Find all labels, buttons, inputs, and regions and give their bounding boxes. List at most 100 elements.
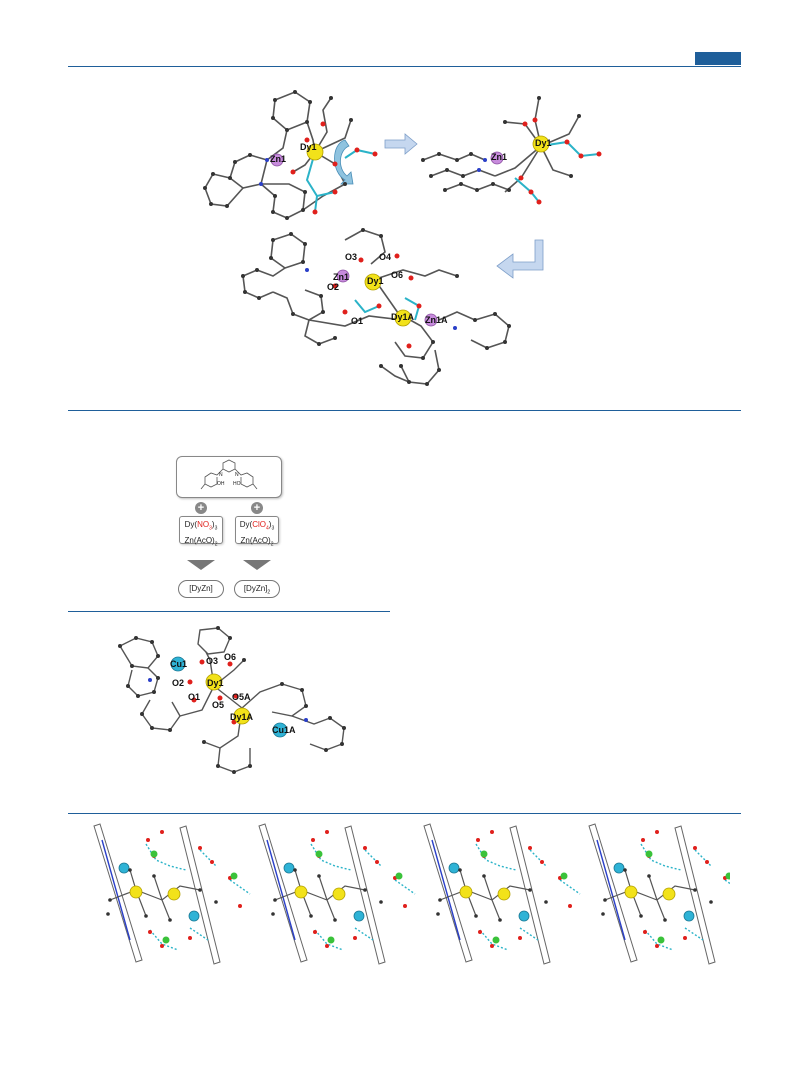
oxygen-atom — [643, 930, 647, 934]
oxygen-atom — [490, 830, 494, 834]
oxygen-atom — [568, 904, 572, 908]
water-atom — [327, 936, 335, 944]
ligand-stack — [674, 825, 716, 965]
oxygen-atom — [403, 904, 407, 908]
water-atom — [480, 850, 488, 858]
carbon-atom — [623, 868, 627, 872]
dy1a-atom-cu — [233, 707, 251, 725]
label-cu-cu1a: Cu1A — [272, 725, 296, 735]
label-o6: O6 — [391, 270, 403, 280]
carbon-atom — [273, 898, 277, 902]
reagent-perchlorate: Dy(ClO4)3 Zn(AcO)2 — [235, 516, 279, 547]
ligand-stack — [179, 825, 221, 965]
water-atom — [230, 872, 238, 880]
carbon-atom — [663, 918, 667, 922]
oxygen-atom — [705, 860, 709, 864]
ligand-n1: N — [219, 472, 223, 478]
water-atom — [150, 850, 158, 858]
dy1-atom-dimer — [364, 273, 382, 291]
oxygen-atom — [160, 830, 164, 834]
oxygen-atom — [353, 936, 357, 940]
down-left-arrow-icon — [496, 239, 544, 279]
water-atom — [560, 872, 568, 880]
label-cu-o6: O6 — [224, 652, 236, 662]
carbon-atom — [144, 914, 148, 918]
chain-unit — [258, 823, 416, 965]
carbon-atom — [544, 900, 548, 904]
carbon-atom — [152, 874, 156, 878]
ligand-stack — [258, 823, 308, 963]
carbon-atom — [438, 898, 442, 902]
dy-atom — [332, 887, 346, 901]
cu-atom — [683, 910, 695, 922]
ligand-stack — [344, 825, 386, 965]
carbon-atom — [214, 900, 218, 904]
dy-atom-right — [532, 135, 550, 153]
carbon-atom — [693, 888, 697, 892]
header-tab — [695, 52, 741, 65]
ligand-ho: HO — [233, 481, 241, 487]
hbond-dashes — [640, 843, 730, 951]
carbon-atom — [293, 868, 297, 872]
ligand-stack — [93, 823, 143, 963]
section-rule-1 — [68, 410, 741, 411]
carbon-atom — [458, 868, 462, 872]
oxygen-atom — [146, 838, 150, 842]
chain-unit — [588, 823, 730, 965]
carbon-atom — [528, 888, 532, 892]
label-o1: O1 — [351, 316, 363, 326]
cu-atom — [118, 862, 130, 874]
label-cu-o5: O5 — [212, 700, 224, 710]
carbon-atom — [474, 914, 478, 918]
carbon-atom — [128, 868, 132, 872]
oxygen-atom — [490, 944, 494, 948]
zn1a-atom-dimer — [424, 313, 438, 327]
oxygen-atom — [210, 860, 214, 864]
label-dy1a: Dy1A — [391, 312, 415, 322]
section-rule-3 — [68, 813, 741, 814]
cu-atom — [448, 862, 460, 874]
oxygen-atom — [363, 846, 367, 850]
label-o4: O4 — [379, 252, 391, 262]
down-triangle-icon-right — [243, 560, 271, 570]
oxygen-atom — [325, 830, 329, 834]
water-atom — [492, 936, 500, 944]
label-zn1-right: Zn1 — [491, 152, 507, 162]
product-dyzn2: [DyZn]2 — [234, 580, 280, 598]
carbon-atom — [436, 912, 440, 916]
carbon-atom — [333, 918, 337, 922]
ligand-oh: OH — [217, 481, 225, 487]
cu-atom — [188, 910, 200, 922]
product-dyzn: [DyZn] — [178, 580, 224, 598]
dy1-atom-cu — [205, 673, 223, 691]
ligand-core — [101, 839, 131, 941]
carbon-atom — [601, 912, 605, 916]
dy-atom — [662, 887, 676, 901]
dy-atom — [306, 143, 324, 161]
carbon-atom — [482, 874, 486, 878]
carbon-atom — [498, 918, 502, 922]
cu-atom — [518, 910, 530, 922]
oxygen-atom — [311, 838, 315, 842]
carbon-atom — [363, 888, 367, 892]
dy-atom — [624, 885, 638, 899]
oxygen-atom — [313, 930, 317, 934]
oxygen-atom — [528, 846, 532, 850]
carbon-atom — [603, 898, 607, 902]
cu-atom — [613, 862, 625, 874]
bond-network — [439, 869, 531, 921]
section-rule-2 — [68, 611, 390, 612]
figure-transformation: Dy1 Zn1 Dy1 Zn1 — [203, 90, 602, 386]
cu1a-atom — [272, 722, 288, 738]
dy-atom — [459, 885, 473, 899]
reagent-nitrate: Dy(NO3)3 Zn(AcO)2 — [179, 516, 223, 547]
oxygen-atom — [148, 930, 152, 934]
carbon-atom — [309, 914, 313, 918]
carbon-atom — [647, 874, 651, 878]
water-atom — [657, 936, 665, 944]
label-dy1-right: Dy1 — [535, 138, 552, 148]
oxygen-atom — [375, 860, 379, 864]
label-o2: O2 — [327, 282, 339, 292]
cu-atom — [283, 862, 295, 874]
water-atom — [162, 936, 170, 944]
